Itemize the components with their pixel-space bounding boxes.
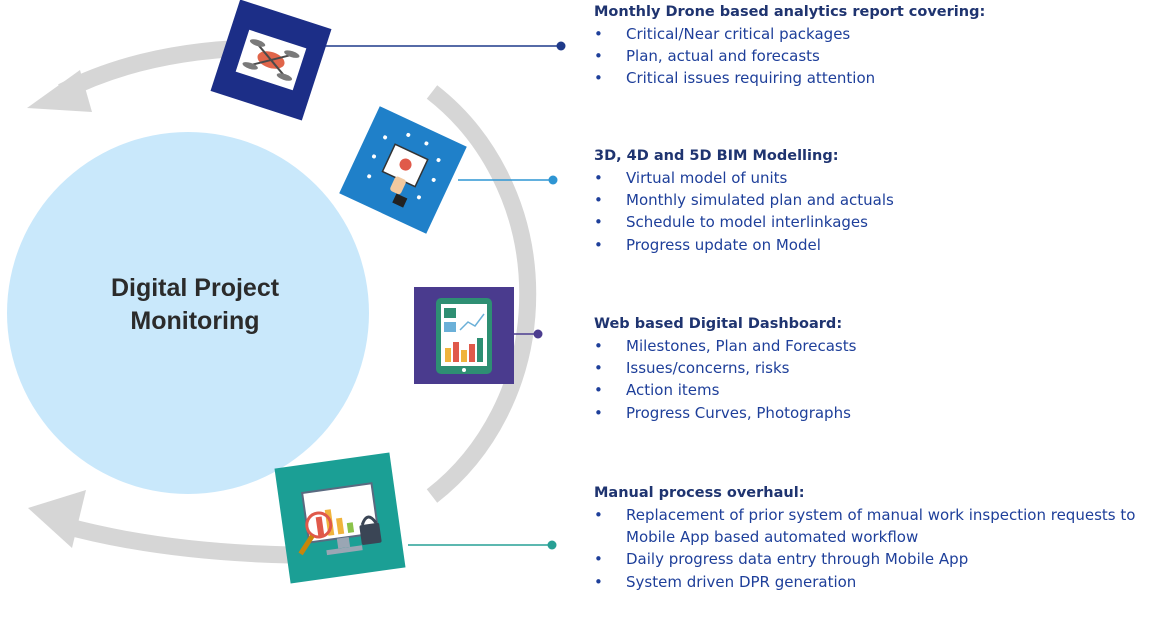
bullet-list: Virtual model of units Monthly simulated… xyxy=(594,167,1169,256)
bottom-arrow-head xyxy=(28,490,86,548)
list-item: Progress update on Model xyxy=(594,234,1169,256)
connector-analytics xyxy=(408,540,557,550)
list-item: Milestones, Plan and Forecasts xyxy=(594,335,1169,357)
bottom-arc xyxy=(59,516,291,564)
connector-drone xyxy=(318,41,566,51)
center-title-line1: Digital Project xyxy=(110,274,280,302)
list-item: Monthly simulated plan and actuals xyxy=(594,189,1169,211)
dashboard-tablet-icon xyxy=(414,287,514,384)
list-item: Plan, actual and forecasts xyxy=(594,45,1169,67)
analytics-monitor-icon xyxy=(274,452,406,584)
section-digital-dashboard: Web based Digital Dashboard: Milestones,… xyxy=(594,313,1169,424)
section-heading: Monthly Drone based analytics report cov… xyxy=(594,4,986,20)
bullet-list: Milestones, Plan and Forecasts Issues/co… xyxy=(594,335,1169,424)
connector-bim xyxy=(458,175,558,185)
section-heading: Manual process overhaul: xyxy=(594,485,805,501)
section-drone-analytics: Monthly Drone based analytics report cov… xyxy=(594,1,1169,90)
drone-icon xyxy=(210,0,332,121)
list-item: Critical/Near critical packages xyxy=(594,23,1169,45)
section-manual-process: Manual process overhaul: Replacement of … xyxy=(594,482,1169,593)
connector-dashboard xyxy=(514,329,543,339)
bullet-list: Critical/Near critical packages Plan, ac… xyxy=(594,23,1169,90)
bim-model-icon xyxy=(339,106,467,234)
list-item: Progress Curves, Photographs xyxy=(594,402,1169,424)
list-item: Issues/concerns, risks xyxy=(594,357,1169,379)
list-item: Schedule to model interlinkages xyxy=(594,211,1169,233)
top-arrow-head xyxy=(27,70,92,112)
list-item: System driven DPR generation xyxy=(594,571,1169,593)
section-bim-modelling: 3D, 4D and 5D BIM Modelling: Virtual mod… xyxy=(594,145,1169,256)
list-item: Replacement of prior system of manual wo… xyxy=(594,504,1169,548)
list-item: Critical issues requiring attention xyxy=(594,67,1169,89)
section-heading: Web based Digital Dashboard: xyxy=(594,316,843,332)
list-item: Daily progress data entry through Mobile… xyxy=(594,548,1169,570)
center-title: Digital Project Monitoring xyxy=(40,272,350,338)
section-heading: 3D, 4D and 5D BIM Modelling: xyxy=(594,148,839,164)
list-item: Virtual model of units xyxy=(594,167,1169,189)
center-circle xyxy=(7,132,369,494)
center-title-line2: Monitoring xyxy=(130,307,260,335)
list-item: Action items xyxy=(594,379,1169,401)
cycle-arc xyxy=(426,85,537,503)
bullet-list: Replacement of prior system of manual wo… xyxy=(594,504,1169,593)
